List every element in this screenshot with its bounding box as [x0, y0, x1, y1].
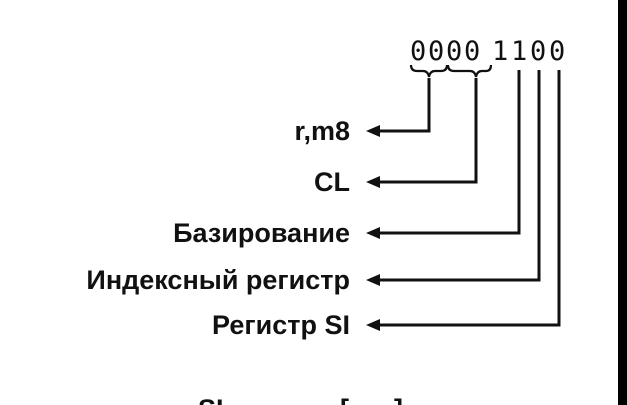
connector-rm8 — [378, 78, 431, 133]
connector-si — [378, 70, 561, 327]
arrow-base — [366, 227, 380, 239]
bit-string: 0 0 0 0 1 1 0 0 — [410, 36, 565, 67]
connector-index — [378, 70, 541, 282]
connector-cl — [378, 78, 478, 184]
right-border — [618, 0, 627, 405]
arrow-cl — [366, 176, 380, 188]
bit-7: 0 — [549, 36, 565, 67]
bottom-bracket-close: ] — [394, 394, 403, 405]
label-rm8: r,m8 — [294, 116, 350, 146]
bottom-text: SI — [198, 394, 224, 405]
bit-5: 1 — [511, 36, 527, 67]
label-cl: CL — [314, 167, 350, 197]
brace-rm8 — [409, 64, 449, 78]
brace-cl — [446, 64, 493, 78]
connector-base — [378, 70, 521, 235]
bit-0: 0 — [410, 36, 426, 67]
label-base: Базирование — [173, 218, 350, 248]
bit-1: 0 — [428, 36, 444, 67]
bit-6: 0 — [530, 36, 546, 67]
bit-4: 1 — [492, 36, 508, 67]
arrow-index — [366, 274, 380, 286]
arrow-rm8 — [366, 125, 380, 137]
bottom-bracket: [ — [340, 394, 349, 405]
bit-3: 0 — [464, 36, 480, 67]
bit-2: 0 — [446, 36, 462, 67]
arrow-si — [366, 319, 380, 331]
label-index: Индексный регистр — [86, 265, 350, 295]
label-si: Регистр SI — [212, 310, 350, 340]
